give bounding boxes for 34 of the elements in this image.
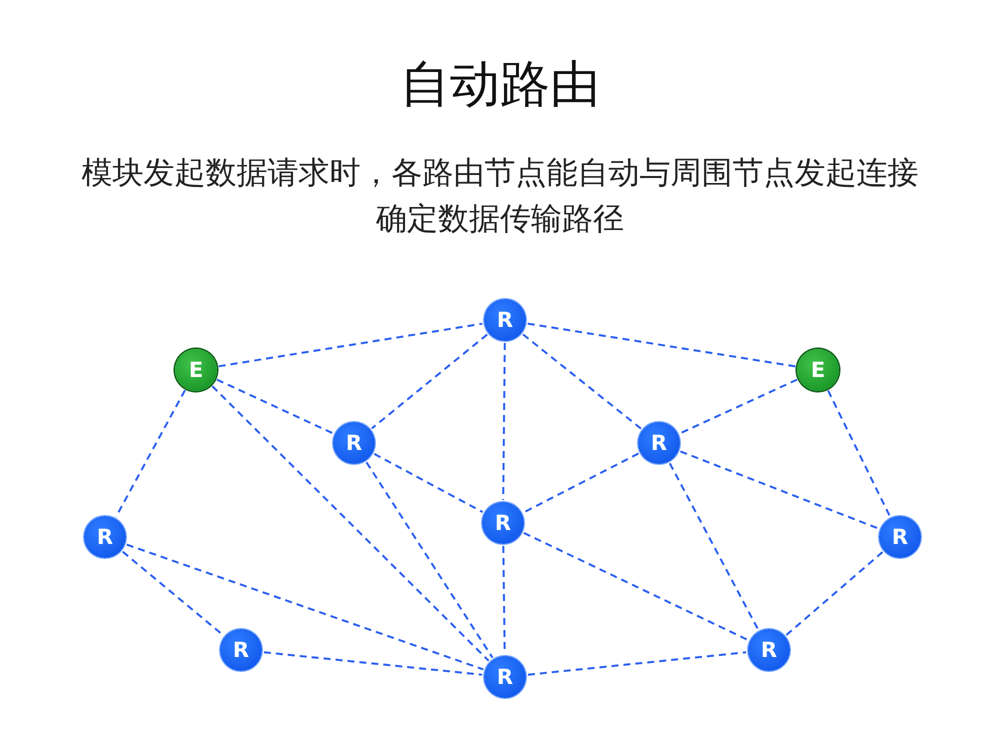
dashed-connector (122, 550, 224, 636)
router-node: R (482, 502, 524, 544)
dashed-connector (528, 322, 796, 368)
dashed-connector (115, 390, 186, 518)
dashed-connector (374, 453, 484, 513)
title: 自动路由 (399, 54, 601, 115)
router-node: R (484, 656, 526, 698)
router-node: R (484, 299, 526, 341)
dashed-connector (212, 386, 490, 662)
subtitle: 模块发起数据请求时，各路由节点能自动与周围节点发起连接确定数据传输路径 (80, 154, 920, 239)
dashed-connector (216, 378, 334, 434)
dashed-connector (528, 651, 746, 676)
dashed-connector (680, 450, 879, 530)
dashed-connector (366, 462, 494, 658)
end-device-node: E (797, 349, 839, 391)
dashed-connector (126, 544, 484, 670)
dashed-connector (827, 390, 891, 517)
end-device-node: E (175, 349, 217, 391)
dashed-connector (523, 532, 749, 641)
router-node: R (638, 422, 680, 464)
dashed-connector (522, 334, 642, 430)
dashed-connector (264, 651, 482, 676)
dashed-connector (502, 343, 506, 500)
router-node: R (748, 629, 790, 671)
router-node: R (84, 516, 126, 558)
dashed-connector (668, 462, 760, 630)
dashed-connector (523, 452, 639, 514)
dashed-connector (679, 378, 798, 434)
dashed-connector (371, 334, 488, 430)
router-node: R (879, 516, 921, 558)
router-node: R (333, 422, 375, 464)
dashed-connector (218, 322, 482, 368)
dashed-connector (786, 551, 884, 636)
router-node: R (220, 629, 262, 671)
